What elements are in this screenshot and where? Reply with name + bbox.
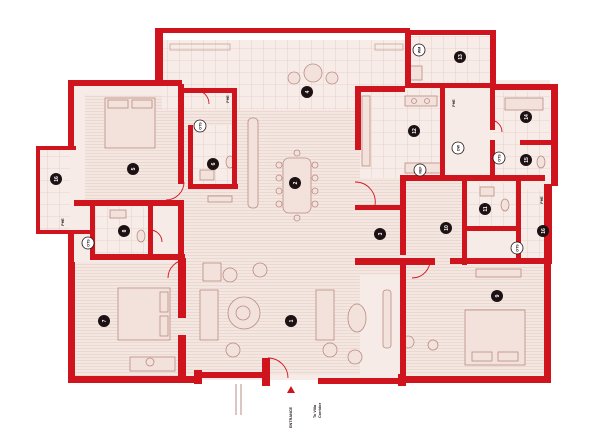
room-marker-label: 14: [524, 114, 530, 120]
sofa-left: [199, 289, 219, 341]
room-marker-12: 12: [408, 125, 420, 137]
room-marker-label: 8: [122, 229, 128, 232]
room-marker-6: 6: [207, 158, 219, 170]
doors: [149, 89, 503, 379]
room-marker-4: 4: [301, 86, 313, 98]
room-marker-5: 5: [127, 163, 139, 175]
tag-label: OTS: [497, 154, 501, 162]
room-marker-label: 10: [444, 225, 450, 231]
balcony-16-floor: [40, 148, 70, 233]
entrance-label: ENTRANCE: [289, 406, 293, 428]
tag-ots: OTS: [81, 236, 95, 250]
tag-wm: WM: [412, 43, 426, 57]
room-marker-3: 3: [374, 228, 386, 240]
room-marker-15: 15: [520, 154, 532, 166]
room-marker-8: 8: [118, 225, 130, 237]
tag-ref: REF: [413, 163, 427, 177]
phe-label: PHE: [540, 196, 544, 204]
tag-label: OTS: [515, 244, 519, 252]
sofa-right: [315, 289, 335, 341]
passage-line1: To Villa: [313, 404, 317, 418]
room-marker-label: 5: [131, 167, 137, 170]
room-marker-label: 6: [211, 162, 217, 165]
walkin-10-floor: [406, 180, 466, 265]
room-marker-label: 15: [524, 157, 530, 163]
room-marker-label: 9: [495, 294, 501, 297]
room-marker-11: 11: [479, 203, 491, 215]
tag-ots: OTS: [510, 241, 524, 255]
tag-label: WM: [417, 47, 421, 53]
walls: [36, 28, 558, 386]
room-marker-16: 16: [537, 225, 549, 237]
room-marker-10: 10: [440, 222, 452, 234]
tag-ots: OTS: [193, 119, 207, 133]
room-marker-2: 2: [289, 177, 301, 189]
stair-lines: [235, 384, 242, 415]
room-marker-label: 11: [483, 206, 489, 212]
tag-label: REF: [418, 166, 422, 174]
tag-label: OTS: [198, 122, 202, 130]
dining-console: [247, 117, 259, 209]
room-marker-7: 7: [98, 315, 110, 327]
passage-note: To Villa Corridor: [313, 402, 322, 418]
balcony-table: [303, 63, 323, 83]
room-marker-9: 9: [491, 290, 503, 302]
room-marker-label: 12: [412, 128, 418, 134]
phe-label: PHE: [61, 218, 65, 226]
entrance-indicator: ENTRANCE: [287, 386, 295, 428]
phe-label: PHE: [452, 99, 456, 107]
tag-label: OTS: [86, 239, 90, 247]
room-marker-13: 13: [454, 51, 466, 63]
room-marker-label: 7: [102, 319, 108, 322]
room-marker-16: 16: [50, 173, 62, 185]
room-marker-1: 1: [285, 315, 297, 327]
room-marker-label: 3: [378, 232, 384, 235]
tag-label: DW: [456, 144, 460, 151]
room-marker-label: 4: [305, 90, 311, 93]
room-marker-label: 1: [289, 319, 295, 322]
passage-line2: Corridor: [318, 402, 322, 418]
room-marker-label: 16: [54, 176, 60, 182]
room-marker-14: 14: [520, 111, 532, 123]
tag-dw: DW: [451, 141, 465, 155]
tv-unit: [382, 289, 392, 349]
phe-label: PHE: [226, 95, 230, 103]
room-marker-label: 16: [541, 228, 547, 234]
tag-ots: OTS: [492, 151, 506, 165]
room-marker-label: 13: [458, 54, 464, 60]
room-marker-label: 2: [293, 181, 299, 184]
